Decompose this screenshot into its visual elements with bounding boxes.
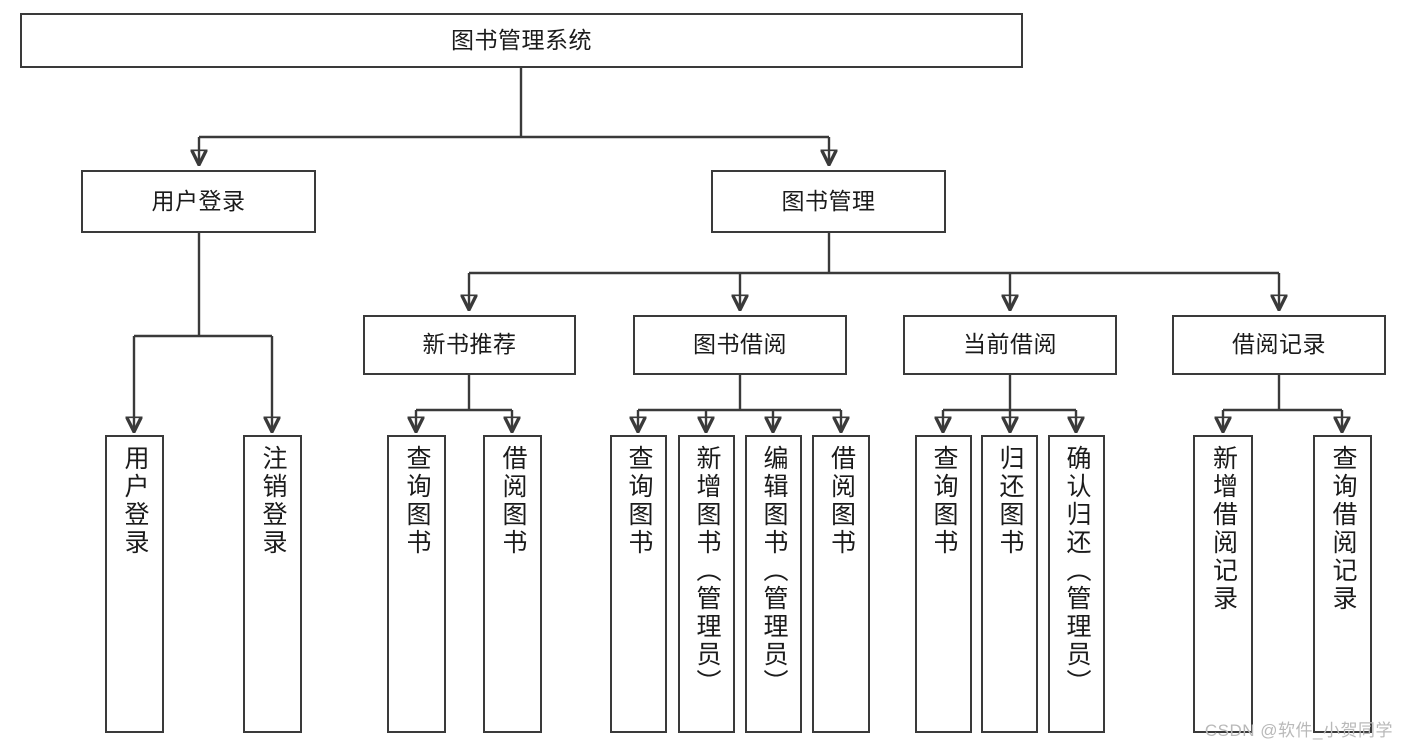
node-label: 图书管理系统	[451, 26, 592, 53]
node-book-borrow[interactable]: 图书借阅	[633, 315, 847, 375]
leaf-current-query-book[interactable]: 查询图书	[915, 435, 972, 733]
node-label: 用户登录	[151, 187, 246, 214]
leaf-recommend-query-book[interactable]: 查询图书	[387, 435, 446, 733]
node-user-login[interactable]: 用户登录	[81, 170, 316, 233]
node-book-management[interactable]: 图书管理	[711, 170, 946, 233]
node-label: 用户登录	[121, 445, 149, 557]
node-label: 借阅记录	[1232, 331, 1326, 358]
leaf-current-return-book[interactable]: 归还图书	[981, 435, 1038, 733]
leaf-record-add-record[interactable]: 新增借阅记录	[1193, 435, 1253, 733]
watermark: CSDN @软件_小贺同学	[1204, 721, 1393, 740]
node-borrow-record[interactable]: 借阅记录	[1172, 315, 1386, 375]
node-label: 查询图书	[930, 445, 958, 557]
leaf-user-login[interactable]: 用户登录	[105, 435, 164, 733]
node-label: 确认归还（管理员）	[1063, 445, 1091, 697]
node-label: 借阅图书	[827, 445, 856, 557]
leaf-borrow-borrow-book[interactable]: 借阅图书	[812, 435, 870, 733]
node-label: 编辑图书（管理员）	[760, 445, 788, 697]
leaf-record-query-record[interactable]: 查询借阅记录	[1313, 435, 1372, 733]
node-label: 新增图书（管理员）	[693, 445, 721, 697]
node-label: 归还图书	[996, 445, 1024, 557]
node-label: 查询借阅记录	[1329, 445, 1357, 613]
node-label: 当前借阅	[963, 331, 1057, 358]
leaf-borrow-add-book-admin[interactable]: 新增图书（管理员）	[678, 435, 735, 733]
node-label: 查询图书	[625, 445, 653, 557]
leaf-recommend-borrow-book[interactable]: 借阅图书	[483, 435, 542, 733]
node-label: 新书推荐	[422, 331, 517, 358]
leaf-user-logout[interactable]: 注销登录	[243, 435, 302, 733]
node-root-system[interactable]: 图书管理系统	[20, 13, 1023, 68]
leaf-current-confirm-return-admin[interactable]: 确认归还（管理员）	[1048, 435, 1105, 733]
node-current-borrow[interactable]: 当前借阅	[903, 315, 1117, 375]
node-label: 新增借阅记录	[1209, 445, 1238, 613]
node-label: 图书管理	[781, 187, 876, 214]
node-new-book-recommend[interactable]: 新书推荐	[363, 315, 576, 375]
node-label: 查询图书	[403, 445, 431, 557]
node-label: 注销登录	[259, 445, 287, 557]
node-label: 借阅图书	[499, 445, 527, 557]
leaf-borrow-edit-book-admin[interactable]: 编辑图书（管理员）	[745, 435, 802, 733]
leaf-borrow-query-book[interactable]: 查询图书	[610, 435, 667, 733]
node-label: 图书借阅	[693, 331, 787, 358]
